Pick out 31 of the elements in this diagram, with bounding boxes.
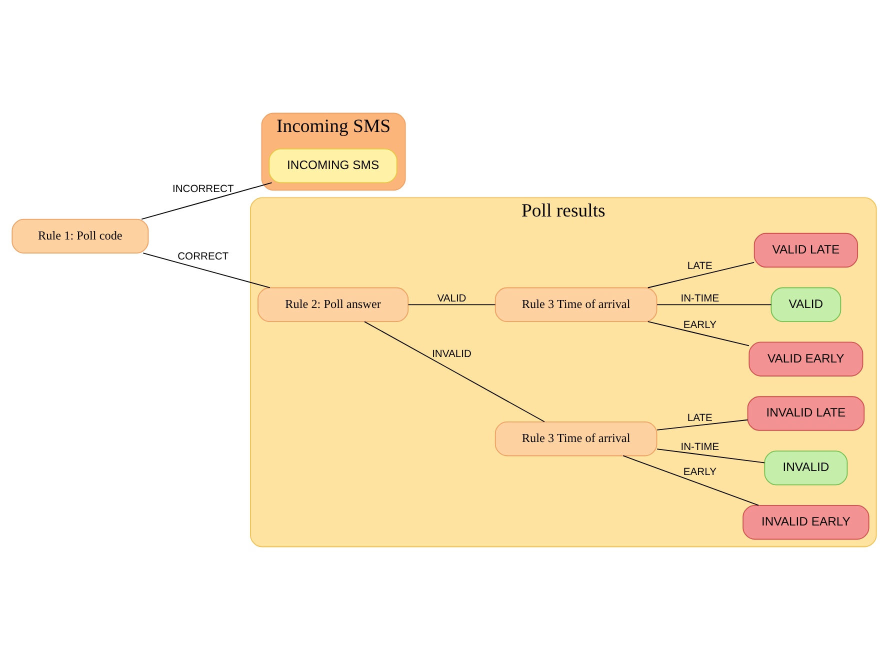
- node-box: VALID EARLY: [748, 341, 864, 376]
- node-box: Rule 2: Poll answer: [258, 286, 409, 322]
- edge-label: EARLY: [683, 319, 716, 330]
- node-box: INVALID EARLY: [742, 504, 870, 540]
- connector: [622, 454, 760, 506]
- connector: [141, 182, 272, 220]
- connector: [408, 304, 496, 305]
- connector: [656, 304, 772, 305]
- edge-label: VALID: [437, 293, 466, 304]
- edge-label: EARLY: [683, 466, 716, 478]
- edge-label: IN-TIME: [680, 293, 720, 304]
- node-box: VALID: [770, 286, 842, 322]
- edge-label: INCORRECT: [172, 183, 234, 194]
- node-box: INVALID: [764, 450, 848, 485]
- node-box: Rule 3 Time of arrival: [494, 420, 658, 456]
- node-box: Rule 3 Time of arrival: [494, 286, 658, 322]
- node-box: VALID LATE: [754, 232, 858, 268]
- connector: [142, 252, 270, 288]
- node-box: INVALID LATE: [747, 396, 865, 430]
- edge-label: IN-TIME: [680, 441, 720, 452]
- edge-label: INVALID: [432, 348, 472, 360]
- node-box: INCOMING SMS: [268, 148, 398, 183]
- connector: [647, 261, 755, 288]
- connector: [656, 448, 765, 463]
- edge-label: LATE: [687, 260, 712, 272]
- node-box: Rule 1: Poll code: [12, 218, 149, 254]
- connector: [647, 320, 750, 346]
- connector: [364, 320, 545, 422]
- edge-label: LATE: [687, 412, 712, 424]
- connector: [656, 418, 748, 430]
- edge-label: CORRECT: [178, 250, 229, 262]
